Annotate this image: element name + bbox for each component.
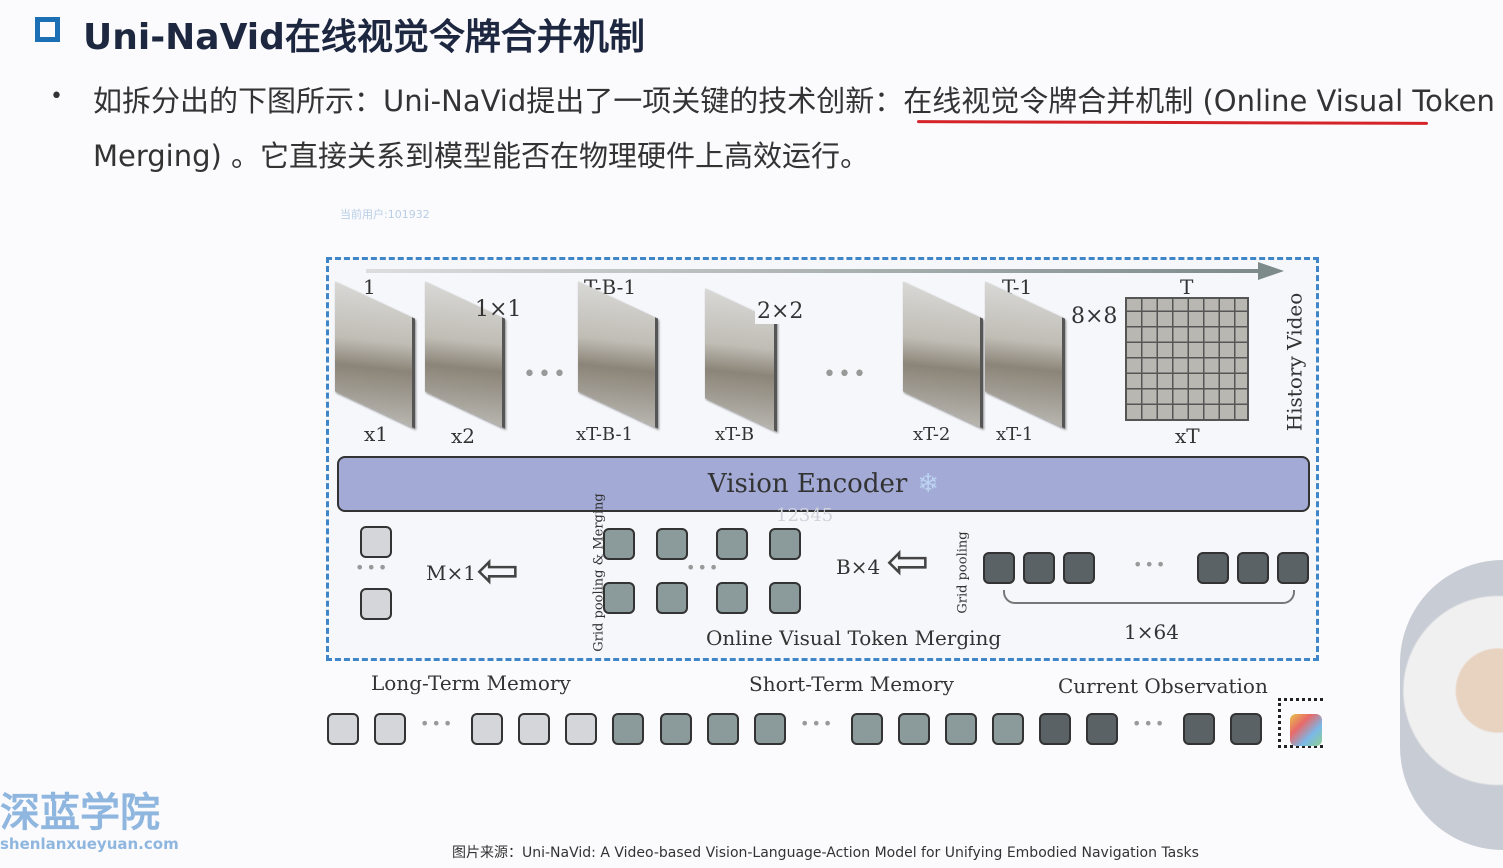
token xyxy=(983,552,1015,584)
instruction-box xyxy=(1278,698,1323,748)
sequence-token xyxy=(660,713,692,745)
frame-label: x1 xyxy=(364,422,389,446)
bullet-icon: • xyxy=(50,84,63,109)
token xyxy=(360,588,392,620)
token xyxy=(1237,552,1269,584)
sequence-token xyxy=(374,713,406,745)
sequence-token xyxy=(612,713,644,745)
frame-label: x2 xyxy=(451,424,476,448)
sequence-token xyxy=(945,713,977,745)
sequence-token xyxy=(565,713,597,745)
bullet-line-1: 如拆分出的下图所示：Uni-NaVid提出了一项关键的技术创新：在线视觉令牌合并… xyxy=(93,84,1495,118)
sequence-token xyxy=(1230,713,1262,745)
sequence-token xyxy=(992,713,1024,745)
ellipsis: ••• xyxy=(1133,555,1168,574)
grid-pool-label: Grid pooling xyxy=(955,531,971,614)
token xyxy=(603,582,635,614)
token xyxy=(603,528,635,560)
history-video-label: History Video xyxy=(1282,292,1307,432)
presenter-webcam xyxy=(1400,560,1503,850)
grid-label: 1×1 xyxy=(475,297,522,322)
number-watermark: 12345 xyxy=(776,505,834,526)
ellipsis: ••• xyxy=(420,714,455,733)
merge-arrow-icon: ⇦ xyxy=(476,541,520,601)
ellipsis: ••• xyxy=(686,558,721,577)
grid-label: 8×8 xyxy=(1071,304,1118,329)
time-label: 1 xyxy=(363,275,376,299)
logo-url: shenlanxueyuan.com xyxy=(0,835,179,853)
sequence-token xyxy=(1086,713,1118,745)
ellipsis: ••• xyxy=(823,362,868,387)
current-obs-label: Current Observation xyxy=(1058,674,1268,698)
token xyxy=(716,528,748,560)
token xyxy=(716,582,748,614)
token xyxy=(656,528,688,560)
token xyxy=(1197,552,1229,584)
title-square-icon xyxy=(35,17,60,42)
token xyxy=(1023,552,1055,584)
sequence-token xyxy=(327,713,359,745)
obs-size-label: 1×64 xyxy=(1124,620,1179,644)
long-term-label: Long-Term Memory xyxy=(371,671,571,695)
grid-frame-8x8 xyxy=(1125,297,1249,421)
sequence-token xyxy=(1183,713,1215,745)
red-underline xyxy=(916,120,1429,125)
user-watermark: 当前用户:101932 xyxy=(340,208,430,221)
frame-label: xT-2 xyxy=(913,424,951,445)
sequence-token xyxy=(518,713,550,745)
sequence-token xyxy=(851,713,883,745)
sequence-token xyxy=(898,713,930,745)
token xyxy=(360,526,392,558)
bullet-line-2: Merging) 。它直接关系到模型能否在物理硬件上高效运行。 xyxy=(93,139,870,173)
time-label: T xyxy=(1180,275,1194,299)
merge-caption: Online Visual Token Merging xyxy=(706,626,1002,650)
token xyxy=(769,528,801,560)
sequence-token xyxy=(471,713,503,745)
vision-encoder-label: Vision Encoder xyxy=(707,469,908,499)
frame-label: xT-1 xyxy=(996,424,1034,445)
grid-label: 2×2 xyxy=(755,299,806,324)
sequence-token xyxy=(754,713,786,745)
brace xyxy=(1003,590,1295,604)
frame-label: xT-B xyxy=(715,424,755,445)
timeline-arrow xyxy=(366,269,1266,273)
token xyxy=(656,582,688,614)
logo-cn: 深蓝学院 xyxy=(0,790,160,836)
snowflake-icon: ❄ xyxy=(917,469,940,499)
b-label: B×4 xyxy=(836,555,881,579)
frame-label: xT xyxy=(1175,424,1200,448)
ellipsis: ••• xyxy=(523,362,568,387)
m-label: M×1 xyxy=(426,561,476,585)
frame-label: xT-B-1 xyxy=(576,424,634,445)
sequence-token xyxy=(707,713,739,745)
vision-encoder-block: Vision Encoder ❄ xyxy=(337,456,1310,512)
ellipsis: ••• xyxy=(800,714,835,733)
instruction-token xyxy=(1290,714,1322,746)
ellipsis: ••• xyxy=(355,558,390,577)
grid-merge-label: Grid pooling & Merging xyxy=(591,493,607,652)
logo: 深蓝学院 shenlanxueyuan.com xyxy=(0,793,179,853)
image-source-caption: 图片来源：Uni-NaVid: A Video-based Vision-Lan… xyxy=(452,845,1199,861)
token xyxy=(769,582,801,614)
token xyxy=(1277,552,1309,584)
token xyxy=(1063,552,1095,584)
arrow-head-icon xyxy=(1258,262,1284,280)
sequence-token xyxy=(1039,713,1071,745)
short-term-label: Short-Term Memory xyxy=(749,672,954,696)
pool-arrow-icon: ⇦ xyxy=(886,532,930,592)
ellipsis: ••• xyxy=(1132,714,1167,733)
page-title: Uni-NaVid在线视觉令牌合并机制 xyxy=(83,17,645,58)
